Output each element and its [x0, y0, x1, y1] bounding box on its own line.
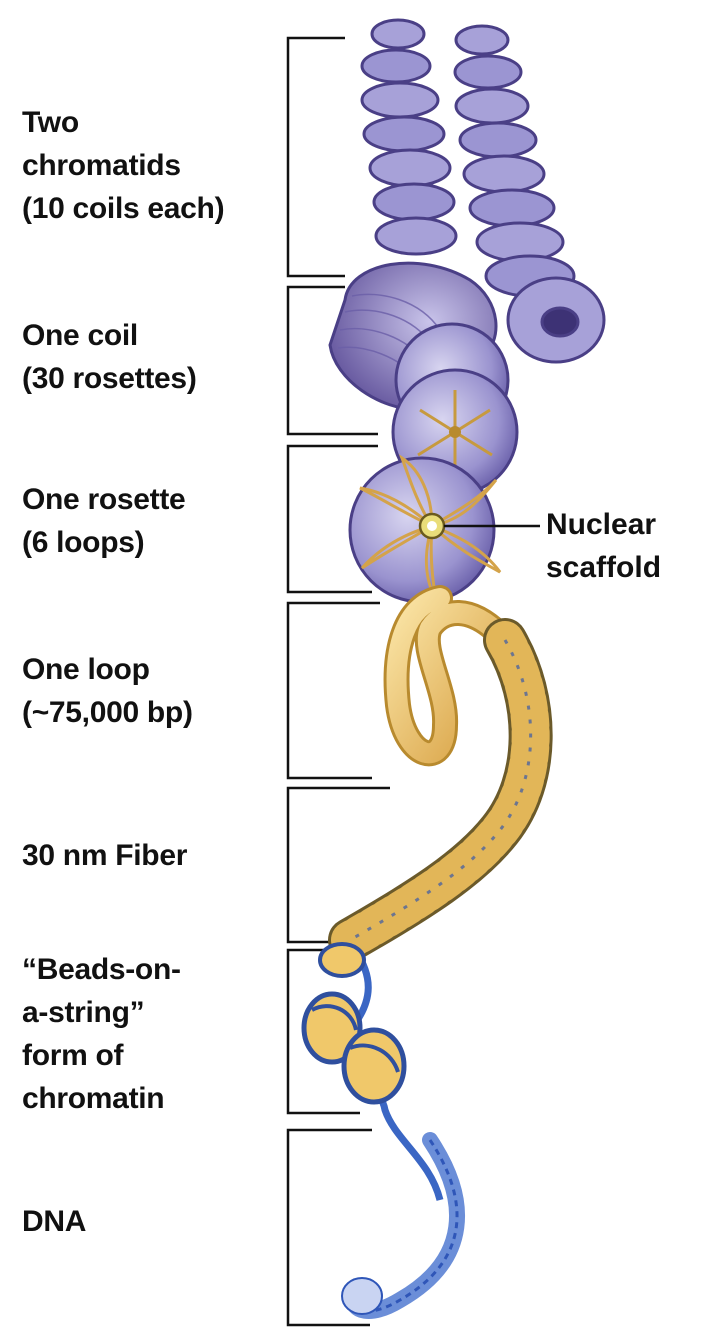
rosette: [350, 458, 540, 602]
beads-on-string: [304, 944, 440, 1200]
bracket-chromatids: [288, 38, 345, 276]
bracket-loop: [288, 603, 380, 778]
chromatin-loop: [397, 598, 505, 753]
dna-double-helix: [342, 1140, 457, 1314]
chromatid-left: [362, 20, 456, 254]
level-brackets: [288, 38, 390, 1325]
